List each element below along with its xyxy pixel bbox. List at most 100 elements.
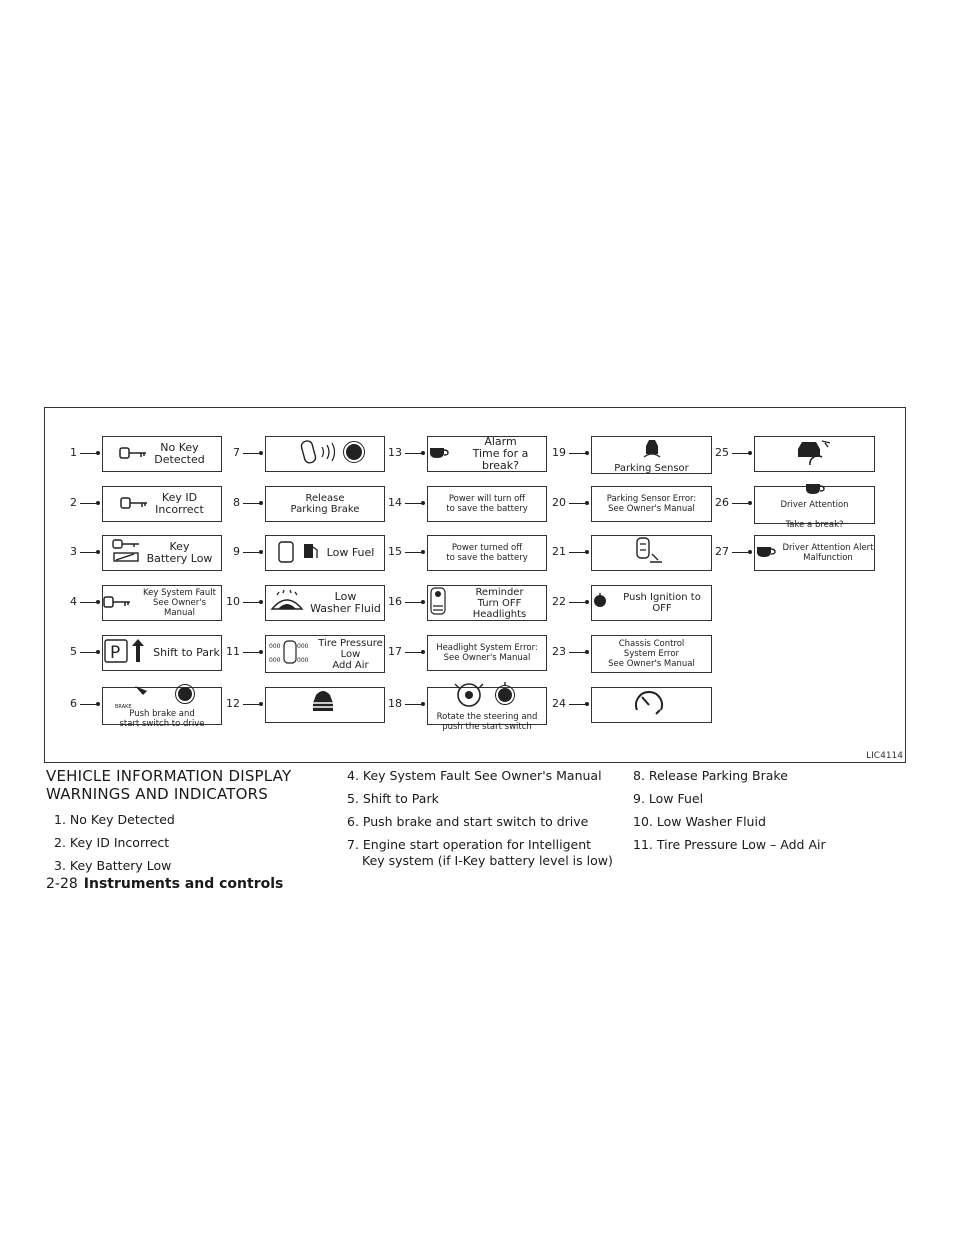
- indicator-message: Key Battery Low: [146, 540, 213, 565]
- leader-line: [405, 501, 425, 505]
- indicator-number: 5: [70, 645, 77, 658]
- indicator-number: 27: [715, 545, 729, 558]
- list-item: 8. Release Parking Brake: [633, 768, 788, 783]
- chapter-title: Instruments and controls: [83, 876, 284, 892]
- list-item: 7. Engine start operation for Intelligen…: [347, 837, 592, 852]
- leader-line: [243, 451, 263, 455]
- svg-text:000: 000: [269, 643, 281, 650]
- leader-line: [405, 650, 425, 654]
- ignition-icon: [592, 593, 608, 613]
- indicator-box: Chassis Control System Error See Owner's…: [591, 635, 712, 673]
- fuel-icon: [276, 538, 322, 568]
- leader-line: [80, 702, 100, 706]
- leader-line: [569, 501, 589, 505]
- indicator-message: Alarm Time for a break?: [472, 435, 529, 472]
- indicator-message: Tire Pressure Low Add Air: [318, 637, 383, 671]
- indicator-message: No Key Detected: [154, 441, 205, 466]
- list-column-1: 1. No Key Detected 2. Key ID Incorrect 3…: [54, 808, 175, 877]
- section-title: VEHICLE INFORMATION DISPLAY WARNINGS AND…: [46, 767, 292, 803]
- list-item: 6. Push brake and start switch to drive: [347, 814, 589, 829]
- list-item: 1. No Key Detected: [54, 812, 175, 827]
- leader-line: [569, 451, 589, 455]
- indicator-box: Parking Sensor Error: See Owner's Manual: [591, 486, 712, 522]
- indicator-number: 4: [70, 595, 77, 608]
- leader-line: [569, 550, 589, 554]
- indicator-number: 1: [70, 446, 77, 459]
- indicator-number: 14: [388, 496, 402, 509]
- indicator-box: Driver Attention Take a break?: [754, 484, 875, 530]
- page-number: 2-28: [46, 876, 78, 892]
- indicator-number: 17: [388, 645, 402, 658]
- car-gauge-icon: [792, 437, 832, 471]
- indicator-number: 6: [70, 697, 77, 710]
- svg-text:P: P: [110, 643, 120, 663]
- indicator-box: Rotate the steering and push the start s…: [427, 682, 547, 732]
- leader-line: [405, 600, 425, 604]
- key-icon: [103, 594, 133, 613]
- indicator-box: Alarm Time for a break?: [427, 436, 547, 472]
- leader-line: [732, 550, 752, 554]
- indicator-number: 11: [226, 645, 240, 658]
- indicator-number: 8: [233, 496, 240, 509]
- indicator-number: 16: [388, 595, 402, 608]
- list-column-3: 8. Release Parking Brake 9. Low Fuel 10.…: [633, 764, 826, 856]
- leader-line: [243, 600, 263, 604]
- indicator-number: 25: [715, 446, 729, 459]
- list-item: 2. Key ID Incorrect: [54, 835, 170, 850]
- indicator-message: Reminder Turn OFF Headlights: [472, 586, 527, 620]
- list-item: 3. Key Battery Low: [54, 858, 172, 873]
- indicator-message: Push brake and start switch to drive: [119, 709, 205, 729]
- indicator-box: [754, 436, 875, 472]
- indicator-message: Release Parking Brake: [290, 493, 360, 515]
- leader-line: [80, 451, 100, 455]
- indicator-message: Headlight System Error: See Owner's Manu…: [436, 643, 538, 663]
- leader-line: [405, 702, 425, 706]
- key-icon: [120, 495, 150, 514]
- indicator-box: Driver Attention Alert Malfunction: [754, 535, 875, 571]
- key-icon: [119, 445, 149, 464]
- svg-text:000: 000: [269, 657, 281, 664]
- leader-line: [405, 451, 425, 455]
- indicator-number: 19: [552, 446, 566, 459]
- headlight-icon: [428, 586, 448, 620]
- indicator-box: Push Ignition to OFF: [591, 585, 712, 621]
- svg-text:000: 000: [297, 643, 309, 650]
- leader-line: [243, 702, 263, 706]
- indicator-message: Power will turn off to save the battery: [446, 494, 528, 514]
- indicator-box: Power will turn off to save the battery: [427, 486, 547, 522]
- leader-line: [243, 550, 263, 554]
- indicator-box: Key ID Incorrect: [102, 486, 222, 522]
- indicator-box: Low Fuel: [265, 535, 385, 571]
- indicator-number: 21: [552, 545, 566, 558]
- indicator-message: Shift to Park: [153, 646, 220, 659]
- indicator-box: Power turned off to save the battery: [427, 535, 547, 571]
- leader-line: [569, 650, 589, 654]
- indicator-number: 18: [388, 697, 402, 710]
- list-item: 9. Low Fuel: [633, 791, 704, 806]
- indicator-box: Parking Sensor: [591, 436, 712, 474]
- park-shift-icon: P: [104, 638, 148, 668]
- indicator-box: Key System Fault See Owner's Manual: [102, 585, 222, 621]
- indicator-message: Push Ignition to OFF: [623, 592, 701, 614]
- indicator-message: Driver Attention Take a break?: [780, 500, 849, 530]
- indicator-box: Reminder Turn OFF Headlights: [427, 585, 547, 621]
- indicator-message: Chassis Control System Error See Owner's…: [608, 639, 695, 669]
- coffee-icon: [755, 543, 777, 563]
- leader-line: [569, 600, 589, 604]
- list-item: 10. Low Washer Fluid: [633, 814, 766, 829]
- leader-line: [80, 650, 100, 654]
- coffee-icon: [804, 480, 826, 500]
- leader-line: [405, 550, 425, 554]
- indicator-message: Rotate the steering and push the start s…: [436, 712, 538, 732]
- indicator-box: No Key Detected: [102, 436, 222, 472]
- indicator-box: [591, 535, 712, 571]
- vehicle-icon: [309, 689, 337, 721]
- leader-line: [80, 550, 100, 554]
- indicator-message: Key ID Incorrect: [155, 491, 204, 516]
- indicator-box: Release Parking Brake: [265, 486, 385, 522]
- indicator-box: [265, 687, 385, 723]
- brake-sublabel: BRAKE: [115, 704, 132, 710]
